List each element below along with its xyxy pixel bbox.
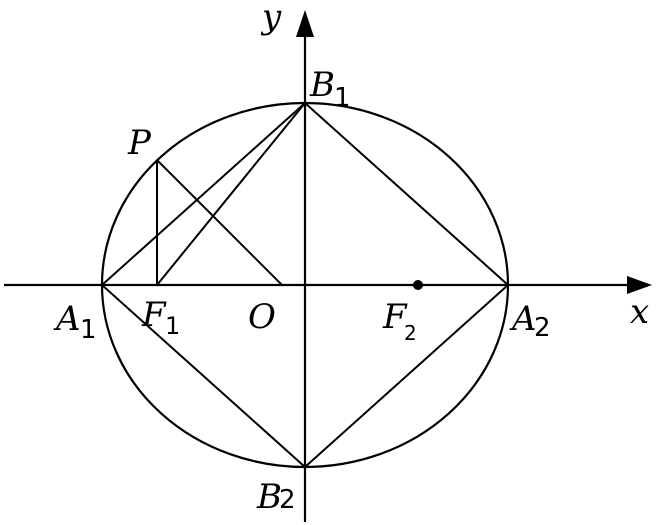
label-p: P: [127, 123, 152, 163]
segment-f1-b1: [156, 102, 306, 286]
label-f2-sub: 2: [404, 321, 417, 345]
x-axis-arrow-icon: [627, 276, 652, 294]
label-a1: A: [53, 299, 81, 339]
label-b2: B: [256, 477, 282, 517]
label-f1-sub: 1: [165, 312, 180, 340]
label-a2-sub: 2: [534, 313, 551, 343]
label-f2: F: [382, 297, 408, 337]
label-f1: F: [141, 295, 167, 335]
segment-a2-b2: [304, 284, 509, 468]
segment-b2-a1: [101, 284, 306, 468]
label-b1: B: [309, 65, 335, 105]
label-b2-sub: 2: [279, 485, 296, 515]
segment-p-o: [156, 159, 283, 286]
segment-b1-a2: [304, 102, 509, 286]
label-a1-sub: 1: [80, 315, 97, 345]
point-f2: [413, 280, 423, 290]
label-x-axis: x: [630, 292, 649, 332]
label-o: O: [248, 297, 276, 337]
label-y-axis: y: [260, 0, 282, 37]
segment-a1-b1: [101, 102, 306, 286]
label-a2: A: [509, 299, 537, 339]
label-b1-sub: 1: [334, 83, 351, 113]
y-axis-arrow-icon: [296, 10, 314, 37]
